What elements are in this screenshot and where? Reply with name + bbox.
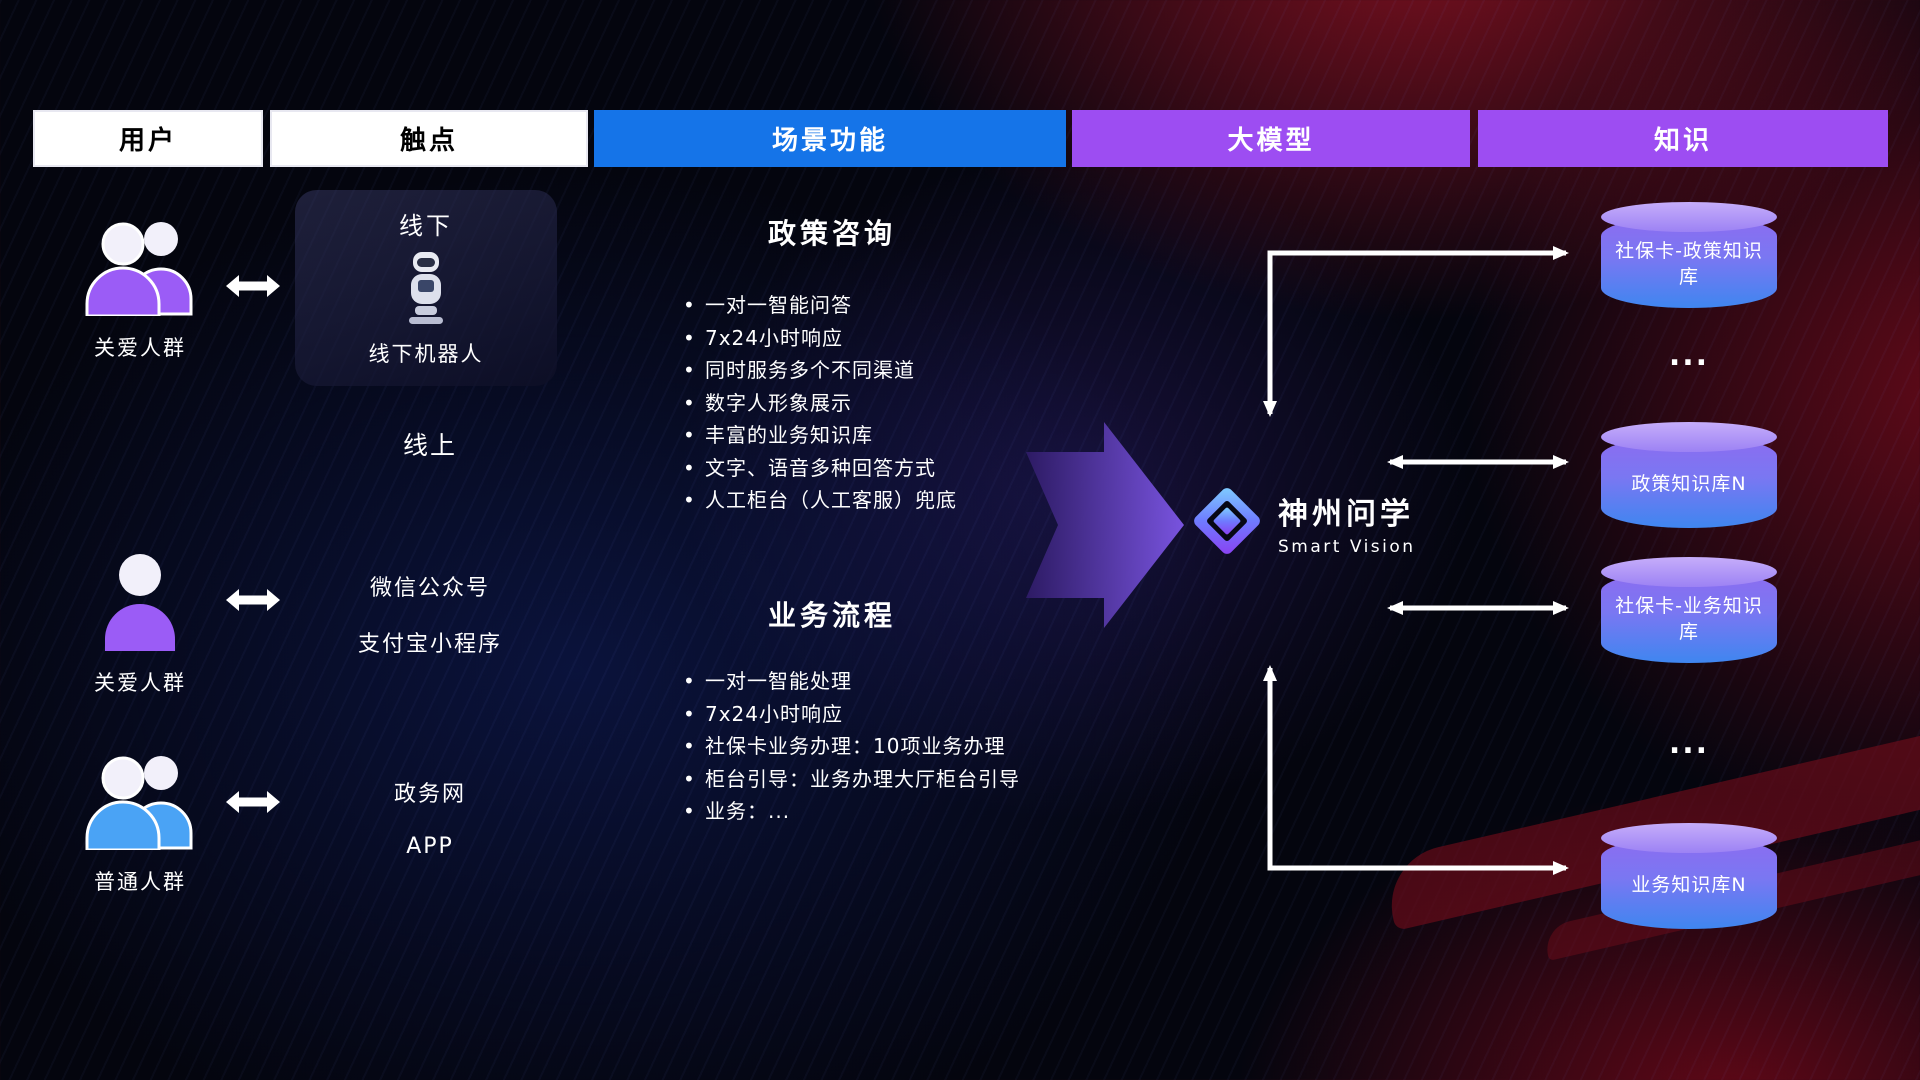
- header-tab-users-label: 用户: [118, 126, 177, 156]
- db-label: 业务知识库N: [1631, 874, 1747, 897]
- knowledge-db-policy-n: 政策知识库N: [1601, 422, 1777, 528]
- header-tab-large-model-label: 大模型: [1227, 126, 1315, 156]
- cylinder-top: [1601, 823, 1777, 853]
- db-label: 政策知识库N: [1631, 473, 1747, 496]
- header-tab-scenario-functions-label: 场景功能: [771, 126, 888, 156]
- cylinder-top: [1601, 557, 1777, 587]
- list-item: 数字人形象展示: [681, 390, 957, 423]
- touchpoint-wechat: 微信公众号: [369, 576, 490, 601]
- header-tab-large-model: 大模型: [1072, 110, 1470, 167]
- header-tab-knowledge: 知识: [1478, 110, 1888, 167]
- business-process-title: 业务流程: [767, 599, 896, 632]
- online-title: 线上: [402, 431, 457, 460]
- list-item: 7x24小时响应: [681, 325, 957, 358]
- user-group-label: 普通人群: [94, 870, 186, 894]
- db-label: 社保卡-政策知识库: [1615, 240, 1763, 288]
- policy-consult-list: 一对一智能问答 7x24小时响应 同时服务多个不同渠道 数字人形象展示 丰富的业…: [681, 292, 957, 520]
- bidirectional-arrow-icon: [224, 788, 282, 820]
- list-item: 同时服务多个不同渠道: [681, 357, 957, 390]
- business-process-list: 一对一智能处理 7x24小时响应 社保卡业务办理：10项业务办理 柜台引导：业务…: [681, 668, 1020, 831]
- policy-consult-title: 政策咨询: [767, 217, 896, 250]
- knowledge-db-business-n: 业务知识库N: [1601, 823, 1777, 929]
- list-item: 7x24小时响应: [681, 701, 1020, 734]
- offline-touchpoint-card: 线下 线下机器人: [295, 190, 557, 386]
- touchpoint-alipay: 支付宝小程序: [357, 632, 502, 657]
- user-group-care-1: 关爱人群: [65, 214, 215, 362]
- model-brand-block: 神州问学 Smart Vision: [1190, 484, 1416, 562]
- person-purple-icon: [100, 551, 180, 655]
- bidirectional-arrow-icon: [224, 272, 282, 304]
- people-group-purple-icon: [82, 214, 198, 320]
- touchpoint-gov-site: 政务网: [393, 782, 466, 807]
- brand-name: 神州问学: [1278, 497, 1414, 532]
- flow-arrow-right: [1026, 420, 1186, 634]
- list-item: 人工柜台（人工客服）兜底: [681, 487, 957, 520]
- knowledge-db-business-shebao: 社保卡-业务知识库: [1601, 557, 1777, 663]
- list-item: 业务：...: [681, 798, 1020, 831]
- user-group-general: 普通人群: [65, 748, 215, 896]
- header-tab-scenario-functions: 场景功能: [594, 110, 1066, 167]
- user-group-label: 关爱人群: [94, 336, 186, 360]
- user-group-label: 关爱人群: [94, 671, 186, 695]
- list-item: 一对一智能问答: [681, 292, 957, 325]
- ellipsis: ...: [1668, 338, 1710, 373]
- arrow-model-to-db1: [1263, 246, 1569, 417]
- user-group-care-2: 关爱人群: [65, 551, 215, 697]
- list-item: 社保卡业务办理：10项业务办理: [681, 733, 1020, 766]
- header-tab-touchpoints: 触点: [270, 110, 588, 167]
- db-label: 社保卡-业务知识库: [1615, 595, 1763, 643]
- bidirectional-arrow-icon: [224, 586, 282, 618]
- list-item: 一对一智能处理: [681, 668, 1020, 701]
- touchpoint-app: APP: [406, 834, 454, 859]
- knowledge-db-policy-shebao: 社保卡-政策知识库: [1601, 202, 1777, 308]
- cylinder-top: [1601, 422, 1777, 452]
- header-tab-knowledge-label: 知识: [1653, 126, 1712, 156]
- header-tab-touchpoints-label: 触点: [399, 126, 458, 156]
- cylinder-top: [1601, 202, 1777, 232]
- list-item: 文字、语音多种回答方式: [681, 455, 957, 488]
- smart-vision-diamond-icon: [1190, 484, 1264, 562]
- brand-subtitle: Smart Vision: [1278, 537, 1416, 557]
- list-item: 柜台引导：业务办理大厅柜台引导: [681, 766, 1020, 799]
- people-group-blue-icon: [82, 748, 198, 854]
- offline-robot-label: 线下机器人: [368, 342, 484, 366]
- ellipsis: ...: [1668, 726, 1710, 761]
- header-tab-users: 用户: [33, 110, 263, 167]
- robot-icon: [402, 250, 450, 330]
- list-item: 丰富的业务知识库: [681, 422, 957, 455]
- offline-title: 线下: [399, 212, 453, 240]
